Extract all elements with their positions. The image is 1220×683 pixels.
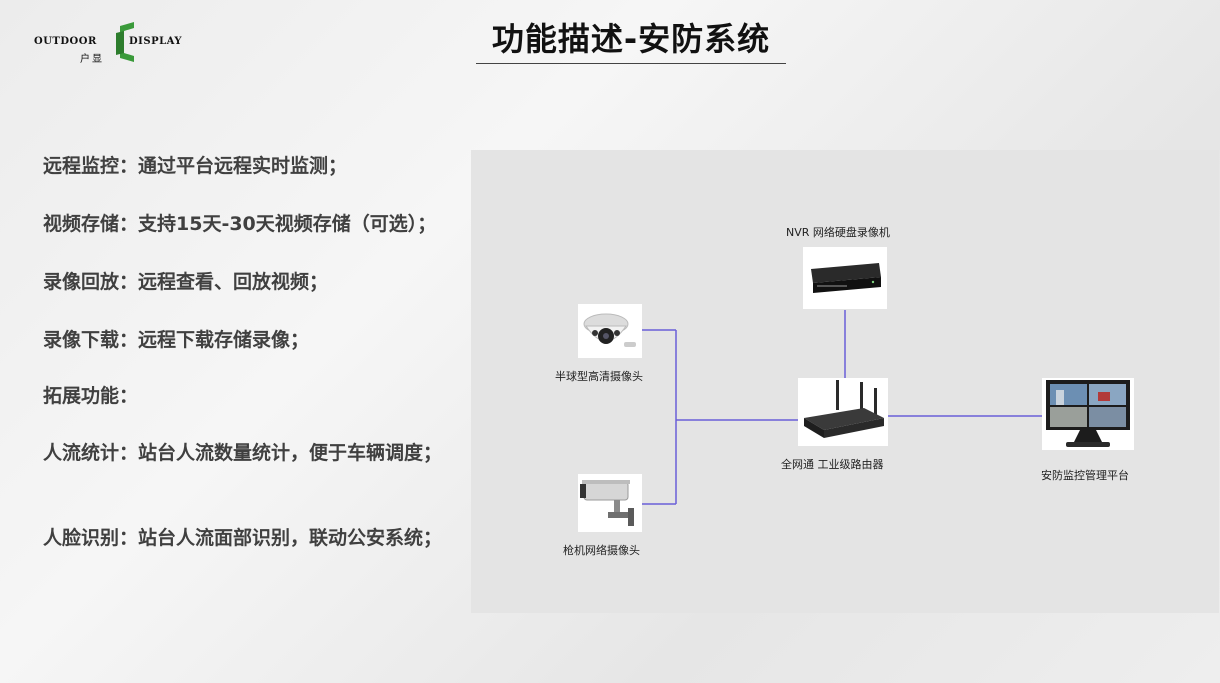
- nvr-icon: [811, 263, 881, 293]
- feature-item: 人脸识别：站台人流面部识别，联动公安系统；: [43, 525, 463, 551]
- platform-device: [1042, 378, 1134, 450]
- router-icon: [804, 380, 884, 438]
- brand-logo: OUTDOOR DISPLAY 户显: [34, 22, 194, 66]
- logo-text-outdoor: OUTDOOR: [34, 36, 97, 47]
- feature-label: 拓展功能：: [43, 385, 139, 407]
- nvr-label: NVR 网络硬盘录像机: [786, 226, 890, 239]
- feature-desc: 远程下载存储录像；: [138, 329, 310, 351]
- router-label: 全网通 工业级路由器: [781, 458, 884, 471]
- feature-label: 人脸识别：: [43, 527, 139, 549]
- feature-item: 人流统计：站台人流数量统计，便于车辆调度；: [43, 440, 463, 466]
- feature-item: 录像下载：远程下载存储录像；: [43, 327, 463, 353]
- feature-label: 远程监控：: [43, 155, 139, 177]
- nvr-device: [803, 247, 887, 309]
- feature-item: 拓展功能：: [43, 383, 463, 409]
- monitor-icon: [1046, 380, 1130, 447]
- feature-desc: 站台人流数量统计，便于车辆调度；: [138, 442, 443, 464]
- feature-label: 视频存储：: [43, 213, 139, 235]
- page-title: 功能描述-安防系统: [491, 20, 771, 58]
- dome-camera-label: 半球型高清摄像头: [555, 370, 643, 383]
- feature-desc: 支持15天-30天视频存储（可选）；: [138, 213, 437, 235]
- logo-text-cn: 户显: [80, 54, 104, 65]
- platform-label: 安防监控管理平台: [1041, 469, 1129, 482]
- title-underline: [476, 63, 786, 64]
- feature-desc: 站台人流面部识别，联动公安系统；: [138, 527, 443, 549]
- feature-desc: 通过平台远程实时监测；: [138, 155, 348, 177]
- feature-desc: 远程查看、回放视频；: [138, 271, 329, 293]
- router-device: [798, 378, 888, 446]
- dome-camera-device: [578, 304, 642, 358]
- feature-label: 录像下载：: [43, 329, 139, 351]
- feature-item: 视频存储：支持15天-30天视频存储（可选）；: [43, 211, 463, 237]
- feature-label: 人流统计：: [43, 442, 139, 464]
- logo-text-display: DISPLAY: [129, 36, 183, 47]
- dome-camera-icon: [583, 313, 636, 347]
- feature-item: 录像回放：远程查看、回放视频；: [43, 269, 463, 295]
- logo-mark-icon: [116, 22, 134, 62]
- bullet-camera-icon: [580, 480, 634, 526]
- bullet-camera-device: [578, 474, 642, 532]
- feature-item: 远程监控：通过平台远程实时监测；: [43, 153, 463, 179]
- bullet-camera-label: 枪机网络摄像头: [563, 544, 640, 557]
- feature-label: 录像回放：: [43, 271, 139, 293]
